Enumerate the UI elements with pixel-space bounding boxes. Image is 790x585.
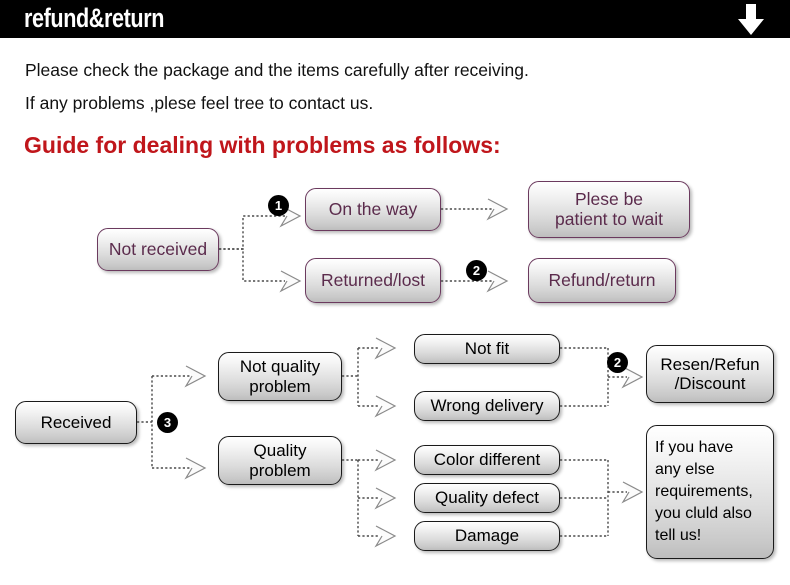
flow-box-label: Color different bbox=[433, 450, 541, 470]
flow-box-returned-lost[interactable]: Returned/lost bbox=[305, 258, 441, 303]
note-line-4: you cluld also bbox=[655, 505, 752, 523]
flow-box-label-line2: /Discount bbox=[674, 374, 746, 393]
flow-box-received[interactable]: Received bbox=[15, 401, 137, 444]
flow-box-label: Refund/return bbox=[548, 269, 656, 290]
intro-line-1: Please check the package and the items c… bbox=[25, 60, 529, 80]
flow-box-label-line1: Resen/Refun bbox=[660, 354, 760, 374]
flow-box-please-be-patient[interactable]: Plese be patient to wait bbox=[528, 181, 690, 238]
badge-1: 1 bbox=[268, 195, 289, 216]
flow-box-resend-refund-discount[interactable]: Resen/Refun /Discount bbox=[646, 345, 774, 403]
flow-box-label: Wrong delivery bbox=[430, 396, 544, 416]
page-title: refund&return bbox=[24, 3, 164, 33]
flow-box-label-line2: problem bbox=[249, 376, 311, 396]
flow-box-label: Quality defect bbox=[435, 488, 539, 508]
flow-box-label: On the way bbox=[328, 198, 418, 219]
flow-box-quality-defect[interactable]: Quality defect bbox=[414, 483, 560, 513]
flow-box-label: Not fit bbox=[464, 339, 510, 359]
flow-box-label: Damage bbox=[454, 526, 520, 546]
flow-box-quality-problem[interactable]: Quality problem bbox=[218, 436, 342, 485]
flow-box-not-received[interactable]: Not received bbox=[97, 228, 219, 271]
flow-box-label: Returned/lost bbox=[320, 269, 426, 290]
flow-box-label-line2: patient to wait bbox=[555, 208, 663, 229]
flow-box-on-the-way[interactable]: On the way bbox=[305, 188, 441, 231]
guide-heading: Guide for dealing with problems as follo… bbox=[24, 132, 501, 158]
intro-line-2: If any problems ,plese feel tree to cont… bbox=[25, 93, 374, 113]
flow-box-contact-note[interactable]: If you have any else requirements, you c… bbox=[646, 425, 774, 559]
flow-box-not-quality-problem[interactable]: Not quality problem bbox=[218, 352, 342, 401]
flow-box-label-line1: Quality bbox=[253, 441, 307, 461]
flow-box-wrong-delivery[interactable]: Wrong delivery bbox=[414, 391, 560, 421]
badge-2-top: 2 bbox=[466, 260, 487, 281]
flow-box-damage[interactable]: Damage bbox=[414, 521, 560, 551]
flow-box-label: Received bbox=[40, 412, 112, 432]
note-line-1: If you have bbox=[655, 438, 734, 456]
flow-box-label-line1: Not quality bbox=[239, 357, 321, 377]
flow-box-not-fit[interactable]: Not fit bbox=[414, 334, 560, 364]
badge-2-bottom: 2 bbox=[607, 352, 628, 373]
badge-3: 3 bbox=[157, 412, 178, 433]
flow-box-label-line1: Plese be bbox=[574, 188, 644, 209]
header-bar: refund&return bbox=[0, 0, 790, 38]
note-line-2: any else bbox=[655, 460, 715, 478]
flow-box-label-line2: problem bbox=[249, 460, 311, 480]
flow-box-color-different[interactable]: Color different bbox=[414, 445, 560, 475]
flow-box-refund-return[interactable]: Refund/return bbox=[528, 258, 676, 303]
down-arrow-icon bbox=[738, 4, 764, 35]
flow-box-label: Not received bbox=[108, 238, 208, 259]
note-line-5: tell us! bbox=[655, 527, 702, 545]
note-line-3: requirements, bbox=[655, 482, 753, 500]
